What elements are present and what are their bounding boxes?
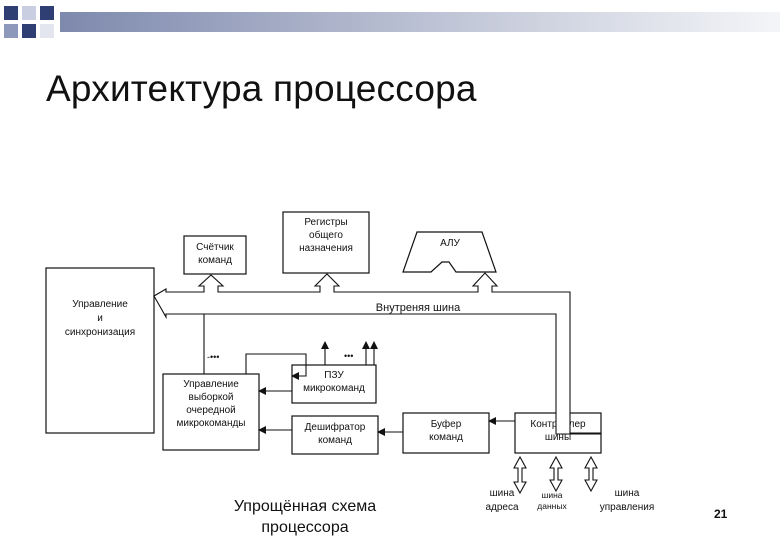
svg-text:-•••: -•••: [207, 352, 219, 362]
rom-line-1: ПЗУ: [324, 370, 344, 381]
bus-controller-line-2: шины: [545, 432, 571, 443]
fetch-control-line-2: выборкой: [189, 391, 234, 403]
header-square-2: [22, 6, 36, 20]
counter-line-2: команд: [198, 255, 232, 266]
external-bus-arrows: [513, 455, 598, 495]
slide-caption: Упрощённая схема процессора: [200, 496, 410, 538]
buffer-line-1: Буфер: [431, 418, 462, 430]
slide-title: Архитектура процессора: [46, 68, 477, 109]
slide-header-bar: [4, 6, 780, 38]
rom-line-2: микрокоманд: [303, 383, 365, 394]
rom-output-arrows: •••: [321, 341, 378, 365]
control-sync-line-1: Управление: [72, 299, 128, 310]
decoder-line-2: команд: [318, 435, 352, 446]
header-square-6: [40, 24, 54, 38]
header-square-1: [4, 6, 18, 20]
page-number: 21: [714, 507, 728, 521]
internal-bus-label: Внутреняя шина: [376, 302, 461, 314]
decoder-line-1: Дешифратор: [305, 421, 366, 433]
data-bus-line-2: данных: [537, 501, 567, 511]
address-bus-line-2: адреса: [485, 502, 519, 513]
alu-label: АЛУ: [440, 238, 460, 249]
fetch-input-ellipsis: -•••: [207, 352, 219, 362]
address-bus-line-1: шина: [490, 488, 515, 499]
block-fetch-control: Управление выборкой очередной микрокоман…: [162, 373, 260, 451]
block-alu: АЛУ: [402, 231, 497, 273]
wire-fetch-to-rom: [245, 353, 307, 380]
registers-line-2: общего: [309, 229, 343, 241]
rom-output-ellipsis: •••: [344, 351, 353, 361]
registers-line-3: назначения: [299, 243, 353, 254]
block-control-sync: Управление и синхронизация: [45, 267, 155, 434]
fetch-control-line-4: микрокоманды: [177, 418, 246, 429]
control-sync-line-3: синхронизация: [65, 327, 135, 338]
fetch-control-line-3: очередной: [186, 405, 236, 416]
control-bus-line-2: управления: [600, 502, 655, 513]
header-square-4: [22, 24, 36, 38]
control-sync-line-2: и: [97, 313, 103, 324]
block-registers: Регистры общего назначения: [282, 211, 370, 274]
block-program-counter: Счётчик команд: [183, 235, 247, 275]
data-bus-line-1: шина: [542, 490, 563, 500]
header-square-3: [40, 6, 54, 20]
block-decoder: Дешифратор команд: [291, 415, 379, 455]
control-bus-line-1: шина: [615, 488, 640, 499]
internal-bus-arrow: [153, 272, 602, 435]
header-square-5: [4, 24, 18, 38]
block-microcode-rom: ПЗУ микрокоманд: [291, 364, 377, 404]
registers-line-1: Регистры: [304, 217, 347, 228]
buffer-line-2: команд: [429, 432, 463, 443]
fetch-control-line-1: Управление: [183, 379, 239, 390]
caption-line-1: Упрощённая схема: [233, 498, 377, 515]
counter-line-1: Счётчик: [196, 242, 234, 253]
caption-line-2: процессора: [261, 519, 349, 536]
block-instruction-buffer: Буфер команд: [402, 412, 490, 454]
